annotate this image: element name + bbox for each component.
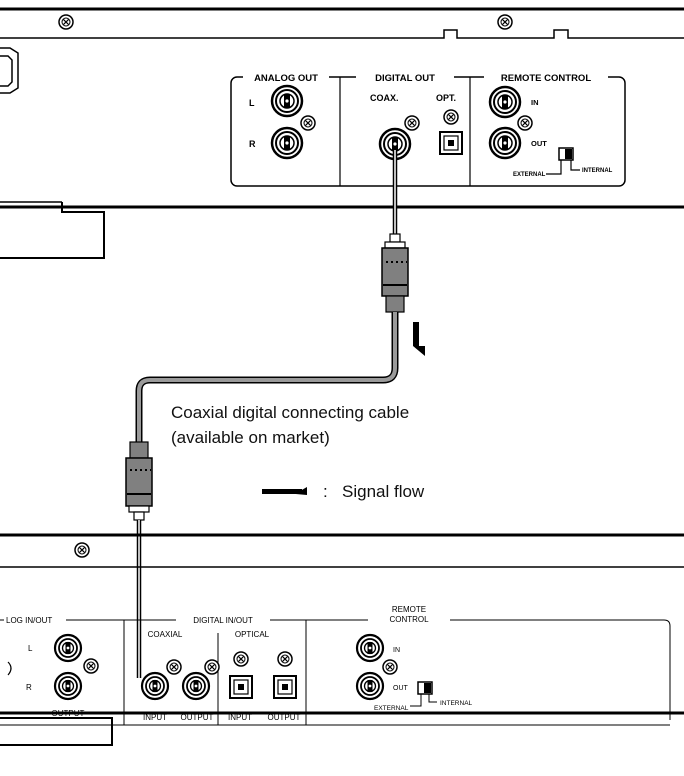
coax-label: COAX. <box>370 93 399 103</box>
chassis-screw-icon <box>497 14 513 30</box>
legend-text: Signal flow <box>342 482 425 501</box>
chassis-screw-icon <box>58 14 74 30</box>
internal-label: INTERNAL <box>582 168 613 174</box>
optical-label: OPTICAL <box>235 630 270 639</box>
coaxial-cable <box>125 150 409 678</box>
optical-input-port-icon[interactable] <box>229 675 253 699</box>
bottom-analog-right-label: R <box>26 683 32 692</box>
digital-out-title: DIGITAL OUT <box>375 73 435 84</box>
signal-flow-legend: : Signal flow <box>262 482 425 501</box>
digital-inout-title: DIGITAL IN/OUT <box>193 616 253 625</box>
opt-label: OPT. <box>436 93 456 103</box>
coax-input-jack-icon[interactable] <box>140 671 170 701</box>
external-label: EXTERNAL <box>513 172 546 178</box>
analog-out-r-jack-icon[interactable] <box>270 126 304 160</box>
remote-in-label: IN <box>531 98 539 107</box>
remote-out-label: OUT <box>531 139 547 148</box>
top-unit: ANALOG OUT DIGITAL OUT REMOTE CONTROL L … <box>0 7 684 259</box>
coaxial-label: COAXIAL <box>148 630 183 639</box>
coax-output-label: OUTPUT <box>181 713 214 722</box>
cable-label-line2: (available on market) <box>171 428 330 447</box>
panel-screw-icon <box>300 115 316 131</box>
opt-input-label: INPUT <box>228 713 252 722</box>
remote-in-jack-icon[interactable] <box>488 85 522 119</box>
bottom-external-label: EXTERNAL <box>374 705 409 712</box>
panel-screw-icon <box>517 115 533 131</box>
panel-screw-icon <box>443 109 459 125</box>
analog-output-r-jack-icon[interactable] <box>53 671 83 701</box>
bottom-unit: LOG IN/OUT L R OUTPUT DIGITAL IN/OUT COA… <box>0 533 684 746</box>
legend-separator: : <box>323 482 328 501</box>
panel-screw-icon <box>166 659 182 675</box>
panel-screw-icon <box>83 658 99 674</box>
bottom-remote-out-label: OUT <box>393 685 409 692</box>
bottom-remote-title-2: CONTROL <box>389 615 429 624</box>
panel-screw-icon <box>233 651 249 667</box>
upper-rca-plug-icon <box>381 233 409 313</box>
bottom-remote-title-1: REMOTE <box>392 605 426 614</box>
lower-rca-plug-icon <box>125 441 153 521</box>
bottom-internal-label: INTERNAL <box>440 700 473 707</box>
panel-screw-icon <box>204 659 220 675</box>
analog-out-title: ANALOG OUT <box>254 73 318 84</box>
analog-output-l-jack-icon[interactable] <box>53 633 83 663</box>
analog-right-label: R <box>249 139 256 149</box>
optical-out-port-icon[interactable] <box>439 131 463 155</box>
panel-screw-icon <box>382 659 398 675</box>
remote-control-title: REMOTE CONTROL <box>501 73 591 84</box>
bottom-analog-left-label: L <box>28 644 33 653</box>
coax-input-label: INPUT <box>143 713 167 722</box>
panel-screw-icon <box>404 115 420 131</box>
chassis-screw-icon <box>74 542 90 558</box>
analog-out-l-jack-icon[interactable] <box>270 84 304 118</box>
analog-inout-title: LOG IN/OUT <box>6 616 52 625</box>
bottom-remote-in-label: IN <box>393 647 400 654</box>
analog-output-label: OUTPUT <box>52 709 85 718</box>
optical-output-port-icon[interactable] <box>273 675 297 699</box>
panel-screw-icon <box>277 651 293 667</box>
signal-direction-arrow-icon <box>413 322 425 356</box>
coax-output-jack-icon[interactable] <box>181 671 211 701</box>
bottom-remote-out-jack-icon[interactable] <box>355 671 385 701</box>
opt-output-label: OUTPUT <box>268 713 301 722</box>
bottom-remote-in-jack-icon[interactable] <box>355 633 385 663</box>
cable-label-line1: Coaxial digital connecting cable <box>171 403 409 422</box>
analog-left-label: L <box>249 98 255 108</box>
remote-out-jack-icon[interactable] <box>488 126 522 160</box>
